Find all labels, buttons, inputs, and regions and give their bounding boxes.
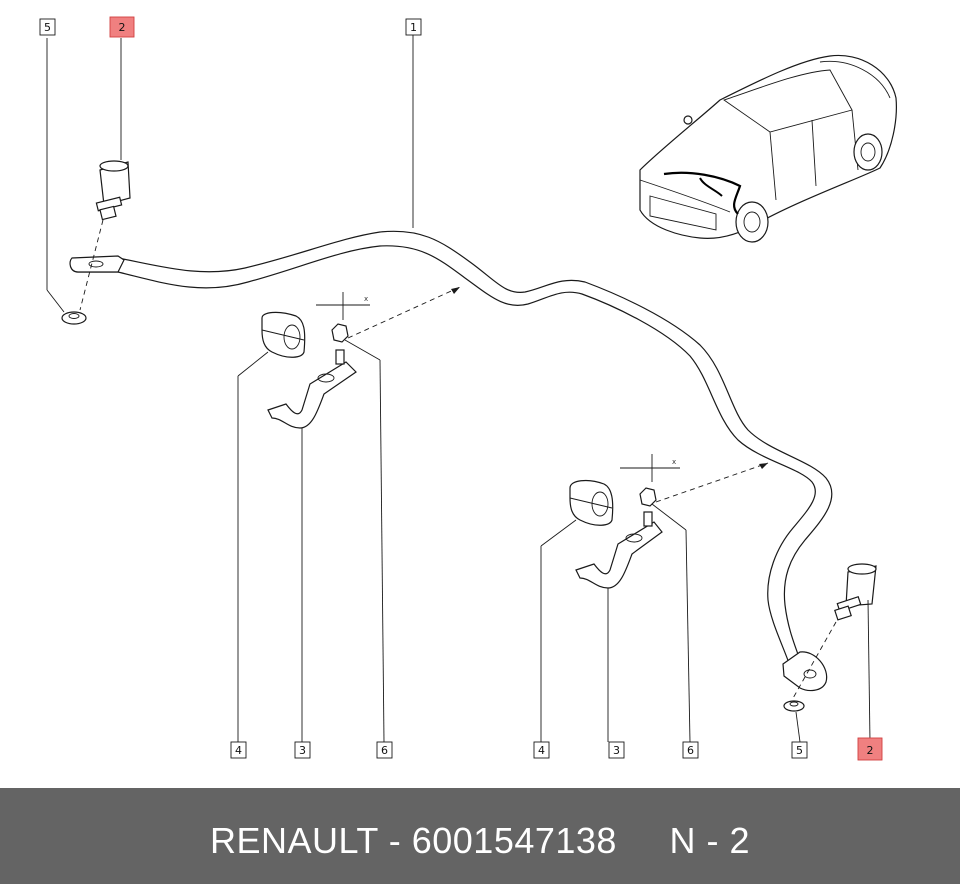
callout-3-left: 3 xyxy=(294,741,311,759)
nut-right xyxy=(783,700,805,743)
axis-x-left: x xyxy=(364,295,368,303)
bracket-left xyxy=(267,361,357,742)
svg-text:6: 6 xyxy=(381,744,388,757)
bolt-left: x xyxy=(316,286,461,743)
callout-6-right: 6 xyxy=(682,741,699,759)
svg-text:5: 5 xyxy=(796,744,803,757)
highlight-box xyxy=(109,16,135,38)
svg-text:2: 2 xyxy=(119,21,126,34)
stabilizer-link-left xyxy=(79,38,131,311)
svg-text:2: 2 xyxy=(867,744,874,757)
svg-text:5: 5 xyxy=(44,21,51,34)
parts-diagram: .ln { stroke: #1a1a1a; fill: none; strok… xyxy=(39,16,897,761)
stabilizer-bar xyxy=(69,230,833,692)
callout-3-right: 3 xyxy=(608,741,625,759)
bolt-right: x xyxy=(620,454,769,743)
bush-left xyxy=(237,311,306,742)
svg-text:1: 1 xyxy=(410,21,417,34)
callout-2-top: 2 xyxy=(109,16,135,38)
footer-bar: RENAULT - 6001547138 N - 2 xyxy=(0,788,960,884)
part-number-label: RENAULT - 6001547138 N - 2 xyxy=(210,820,750,861)
svg-text:3: 3 xyxy=(613,744,620,757)
svg-text:4: 4 xyxy=(538,744,545,757)
nut-left xyxy=(46,38,87,325)
callout-4-left: 4 xyxy=(230,741,247,759)
bracket-right xyxy=(575,521,663,742)
axis-x-right: x xyxy=(672,458,676,466)
callout-5-bottom: 5 xyxy=(791,741,808,759)
callout-2-bottom: 2 xyxy=(857,737,883,761)
bush-right xyxy=(540,479,614,742)
stabilizer-link-right xyxy=(791,563,877,743)
svg-text:6: 6 xyxy=(687,744,694,757)
callout-4-right: 4 xyxy=(533,741,550,759)
svg-text:4: 4 xyxy=(235,744,242,757)
callout-6-left: 6 xyxy=(376,741,393,759)
diagram-svg: .ln { stroke: #1a1a1a; fill: none; strok… xyxy=(39,16,897,761)
car-illustration xyxy=(639,54,897,243)
svg-text:3: 3 xyxy=(299,744,306,757)
callout-5-top: 5 xyxy=(39,18,56,36)
callout-1: 1 xyxy=(405,18,422,36)
highlight-box xyxy=(857,737,883,761)
